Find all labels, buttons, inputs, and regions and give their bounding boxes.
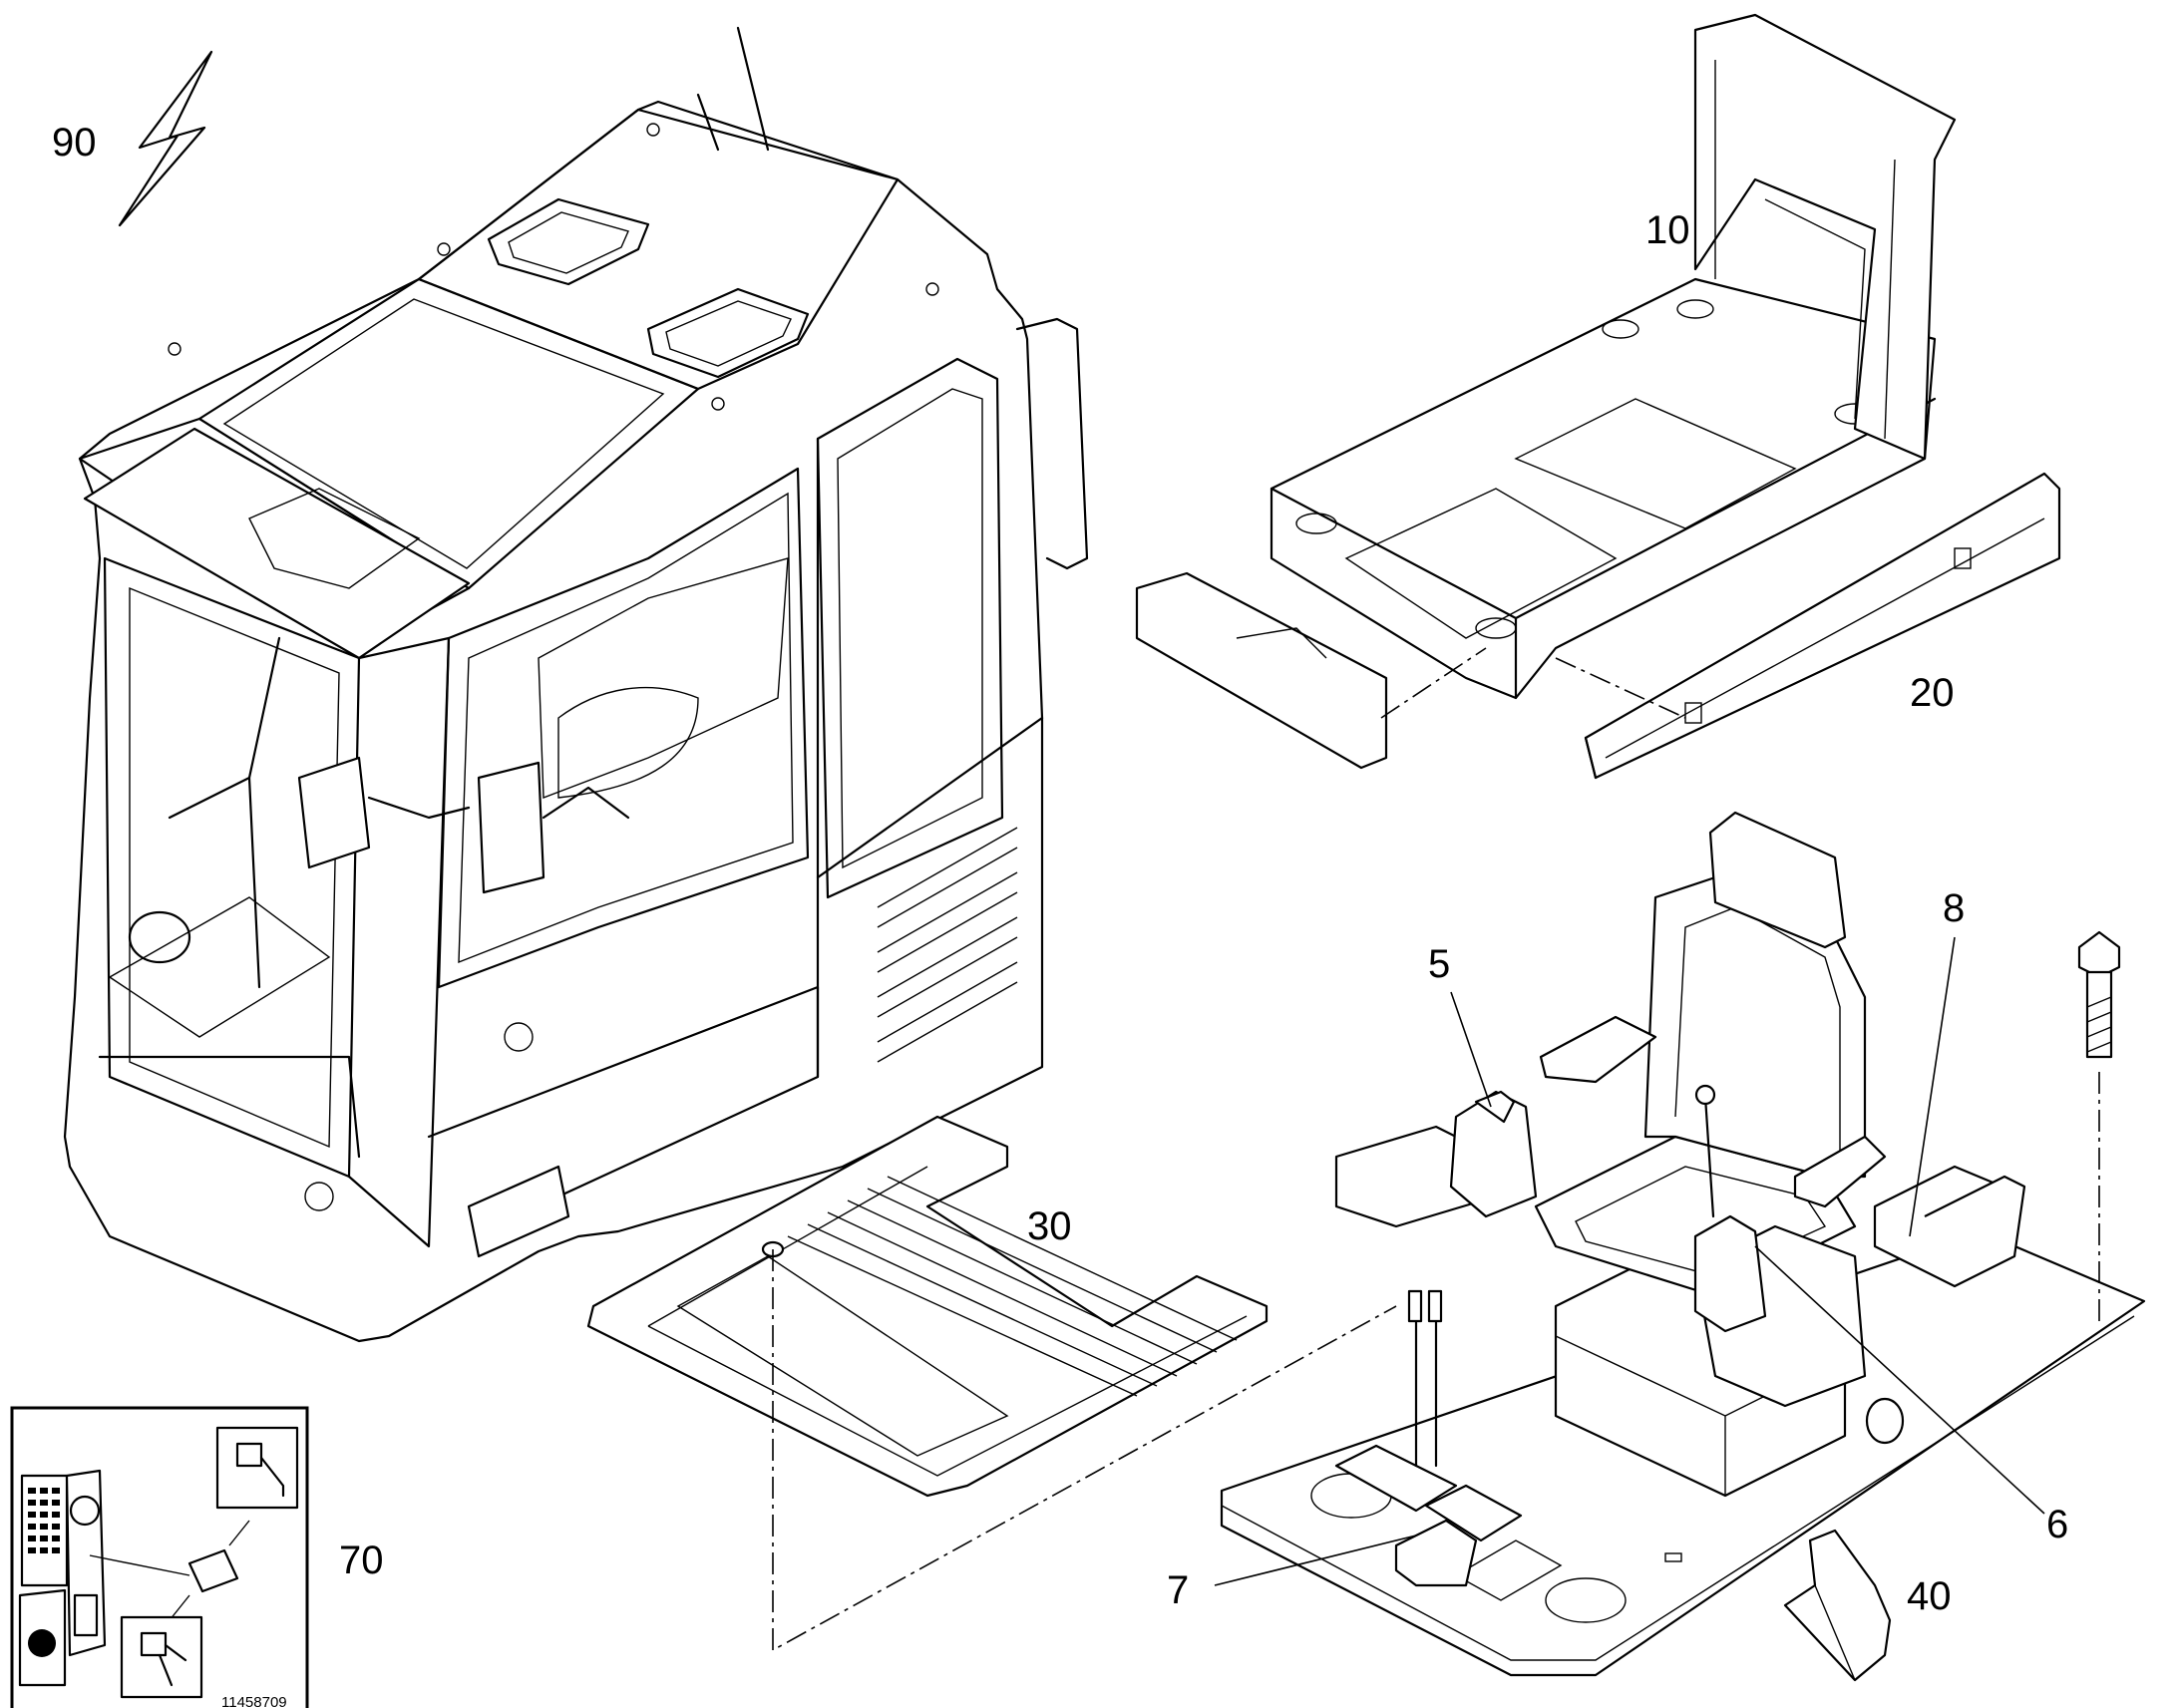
drawing-number: 11458709 <box>221 1694 287 1708</box>
inset-panel-70: 11458709 <box>10 1406 309 1708</box>
mounting-bolt <box>2077 930 2121 1059</box>
side-louvers <box>877 827 1018 1063</box>
callout-5: 5 <box>1428 942 1450 986</box>
operator-seat <box>1334 811 2026 1498</box>
callout-40: 40 <box>1907 1574 1952 1618</box>
travel-pedals-7 <box>1334 1289 1523 1587</box>
leader-6 <box>1754 1245 2045 1515</box>
callout-90: 90 <box>52 121 97 165</box>
leader-7 <box>1214 1535 1417 1586</box>
alignment-line-1 <box>1380 647 1487 719</box>
cab-frame-10 <box>1270 13 1957 700</box>
callout-6: 6 <box>2046 1503 2068 1546</box>
floor-mat-30 <box>586 1115 1269 1498</box>
callout-20: 20 <box>1910 671 1955 715</box>
cab-assembly <box>63 26 1089 1343</box>
callout-7: 7 <box>1167 1568 1189 1612</box>
alignment-line-2 <box>1555 657 1686 719</box>
alignment-line-3 <box>772 1249 1397 1652</box>
front-beam <box>1135 571 1388 770</box>
leader-5 <box>1450 991 1492 1108</box>
callout-70: 70 <box>339 1538 384 1582</box>
callout-30: 30 <box>1027 1204 1072 1248</box>
electrical-lightning-icon <box>118 50 213 227</box>
rear-beam-20 <box>1584 472 2061 780</box>
callout-10: 10 <box>1645 208 1690 252</box>
bracket-40 <box>1783 1529 1892 1682</box>
leader-8 <box>1909 936 1956 1237</box>
callout-8: 8 <box>1943 886 1965 930</box>
